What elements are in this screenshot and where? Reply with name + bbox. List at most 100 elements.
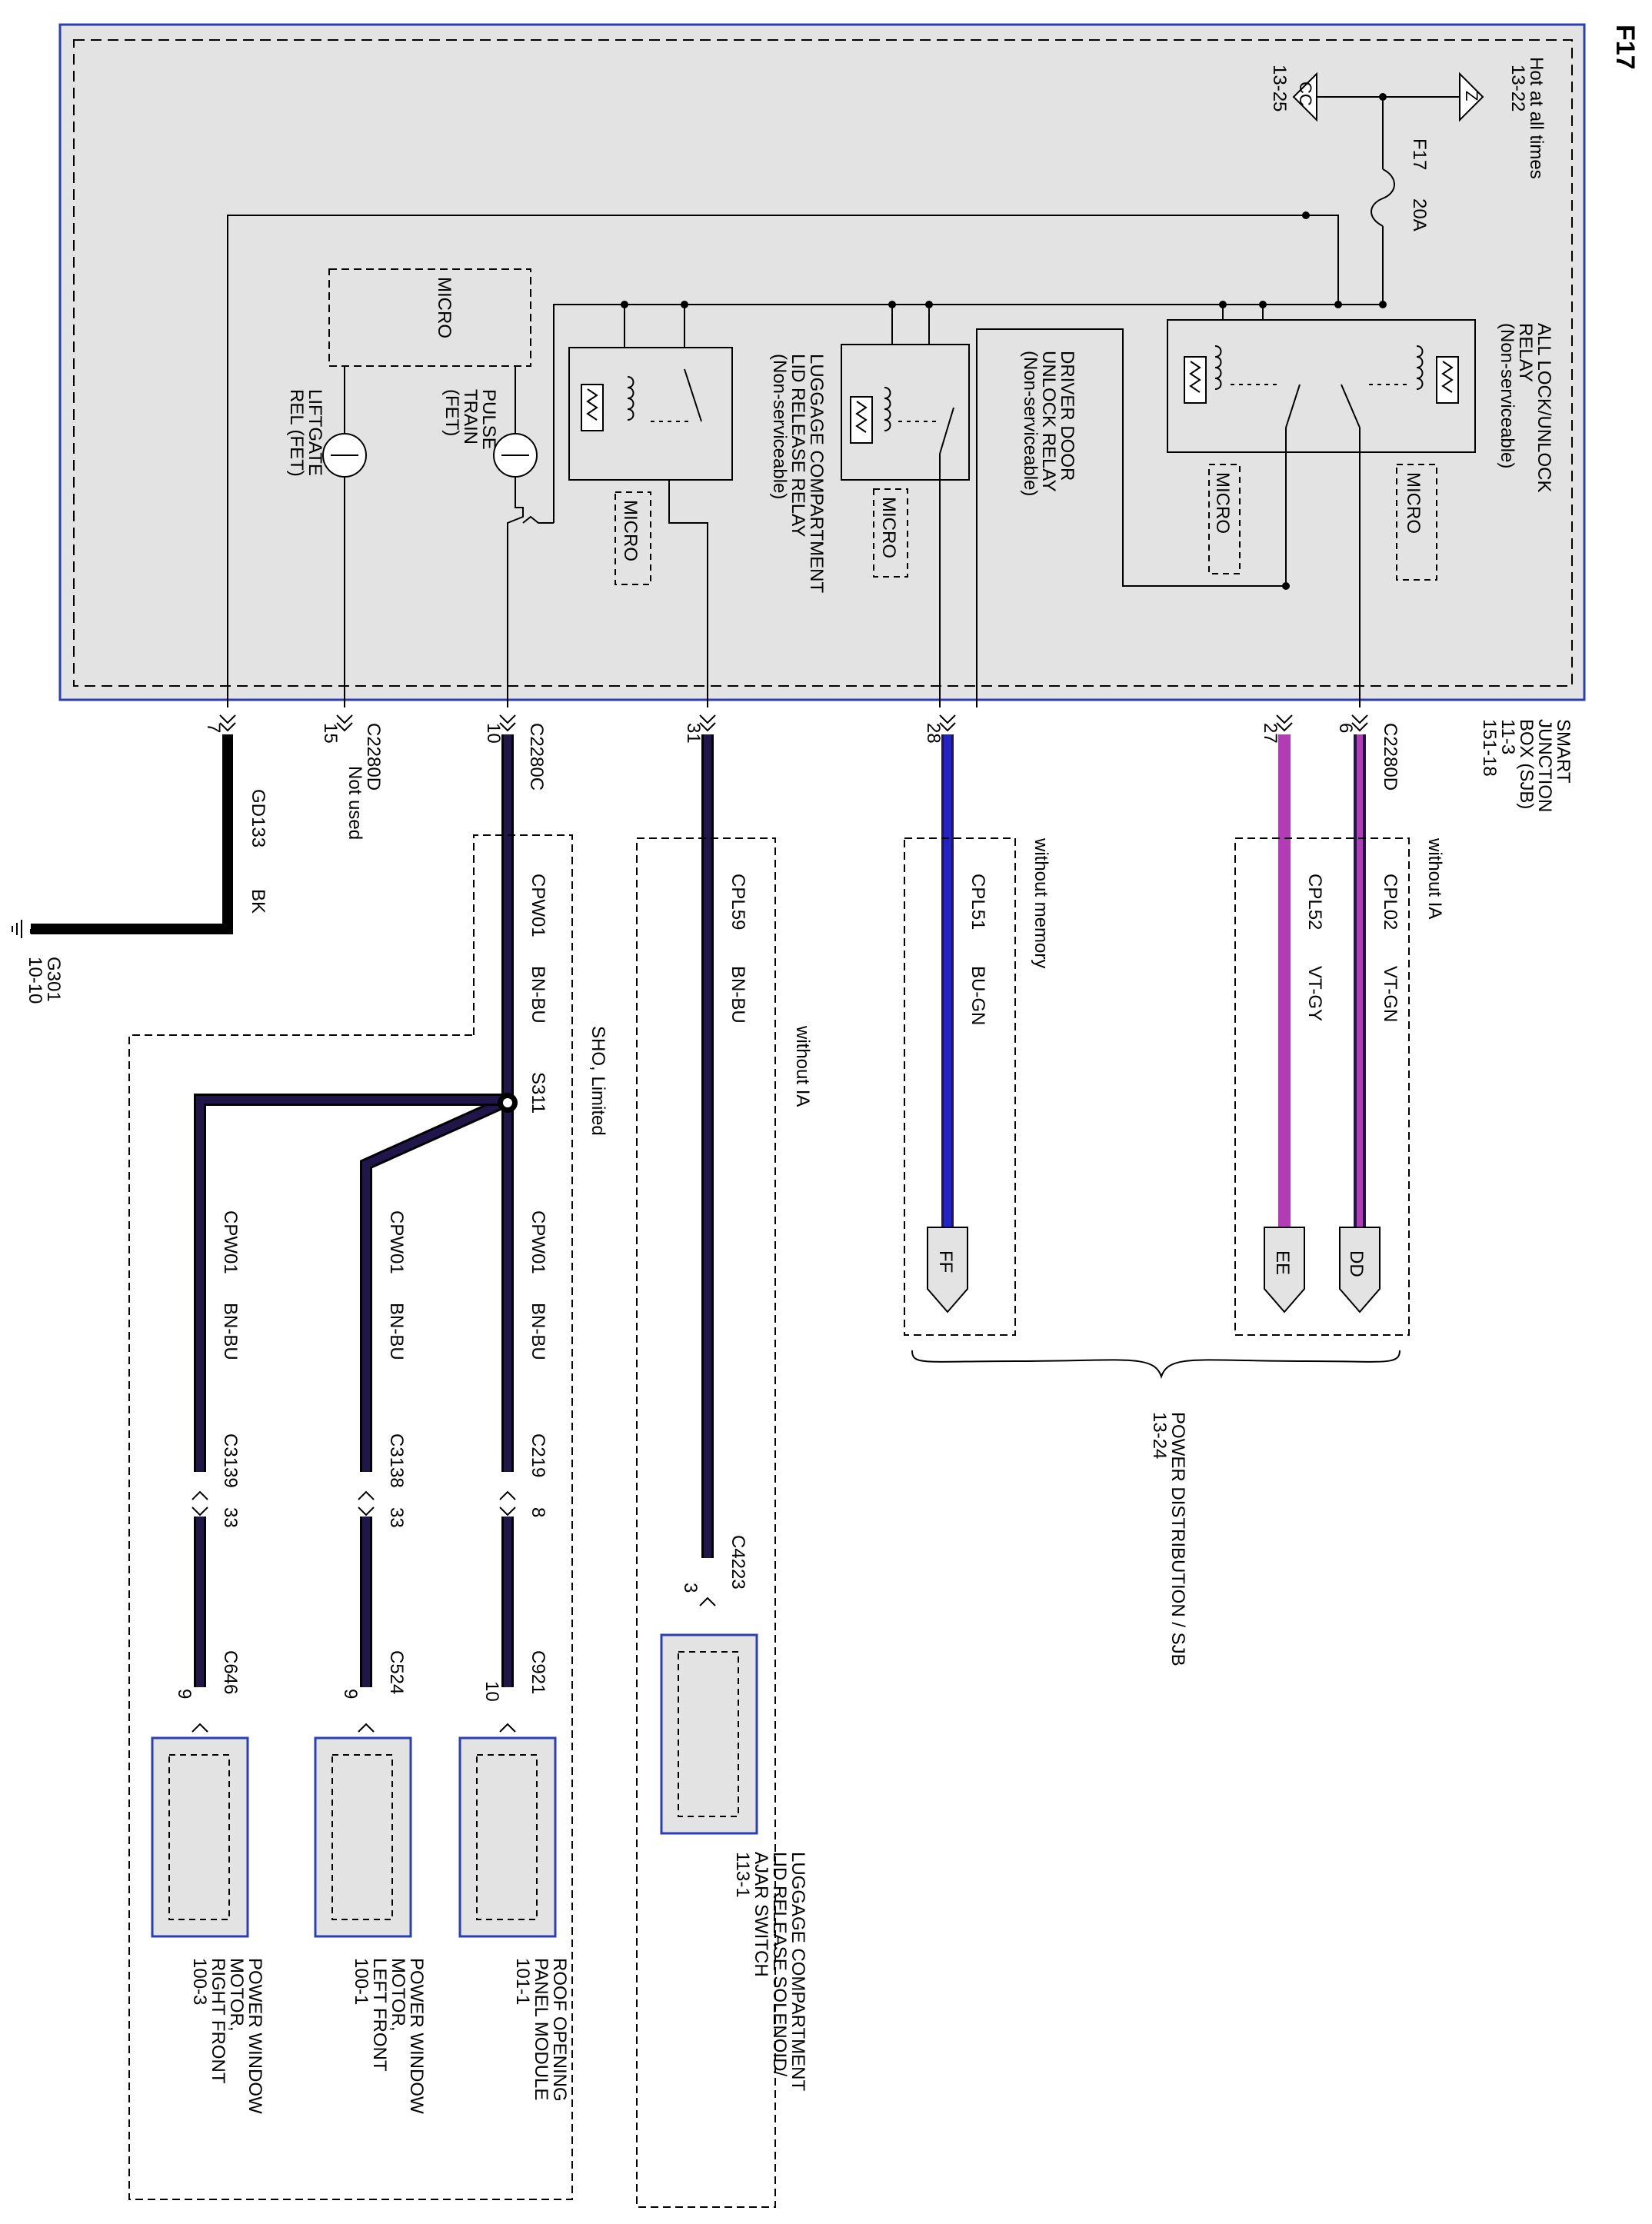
ground-ref-label: 10-10 xyxy=(25,957,45,1004)
svg-text:RIGHT FRONT: RIGHT FRONT xyxy=(208,1958,228,2084)
svg-text:CPL59: CPL59 xyxy=(728,874,748,930)
luggage-relay: LUGGAGE COMPARTMENT LID RELEASE RELAY (N… xyxy=(568,347,827,593)
svg-text:CPW01: CPW01 xyxy=(220,1210,241,1274)
svg-text:MICRO: MICRO xyxy=(620,500,641,561)
svg-text:C3139: C3139 xyxy=(220,1433,241,1488)
svg-text:33: 33 xyxy=(220,1507,241,1528)
svg-text:100-3: 100-3 xyxy=(189,1958,210,2005)
svg-text:LIFTGATE: LIFTGATE xyxy=(305,389,325,476)
junction-dot xyxy=(1282,582,1290,590)
svg-text:33: 33 xyxy=(386,1507,407,1528)
svg-text:(FET): (FET) xyxy=(441,389,462,436)
z-flag-icon xyxy=(1459,72,1484,122)
svg-text:11-3: 11-3 xyxy=(1497,719,1518,754)
svg-text:C4223: C4223 xyxy=(728,1535,748,1590)
hot-ref-label: 13-22 xyxy=(1507,65,1528,112)
svg-text:JUNCTION: JUNCTION xyxy=(1534,719,1555,812)
svg-text:MICRO: MICRO xyxy=(1212,472,1233,534)
page-id-label: F17 xyxy=(1610,25,1640,70)
all-lock-relay: ALL LOCK/UNLOCK RELAY (Non-serviceable) xyxy=(1167,319,1554,493)
svg-text:7: 7 xyxy=(203,723,224,733)
component-pw-left-front: POWER WINDOW MOTOR, LEFT FRONT 100-1 xyxy=(314,1736,427,2114)
svg-text:LEFT FRONT: LEFT FRONT xyxy=(369,1958,390,2072)
svg-text:PANEL MODULE: PANEL MODULE xyxy=(531,1958,551,2100)
svg-text:LID RELEASE RELAY: LID RELEASE RELAY xyxy=(788,354,808,537)
svg-text:BN-BU: BN-BU xyxy=(528,1303,548,1360)
svg-text:CPW01: CPW01 xyxy=(528,1210,548,1274)
svg-text:ALL LOCK/UNLOCK: ALL LOCK/UNLOCK xyxy=(1534,323,1554,493)
micro-box-3 xyxy=(873,488,908,578)
micro-box-2 xyxy=(1396,464,1437,581)
svg-text:MICRO: MICRO xyxy=(878,497,899,558)
fuse-icon xyxy=(1371,168,1395,227)
svg-text:C2280D: C2280D xyxy=(363,723,384,791)
sjb-name: SMART JUNCTION BOX (SJB) 11-3 151-18 xyxy=(1479,719,1574,812)
without-ia-label-2: without IA xyxy=(792,1025,813,1107)
svg-text:(Non-serviceable): (Non-serviceable) xyxy=(769,354,790,499)
svg-text:C219: C219 xyxy=(528,1433,548,1477)
svg-text:MICRO: MICRO xyxy=(1403,472,1424,534)
connector-labels: C2280D 6 27 28 31 C2280C 10 C2280D Not u… xyxy=(203,723,1401,840)
svg-text:VT-GN: VT-GN xyxy=(1380,966,1401,1022)
component-pw-right-front: POWER WINDOW MOTOR, RIGHT FRONT 100-3 xyxy=(151,1736,265,2114)
svg-text:10: 10 xyxy=(483,723,504,744)
power-dist-ref: 13-24 xyxy=(1149,1412,1170,1459)
svg-text:LUGGAGE COMPARTMENT: LUGGAGE COMPARTMENT xyxy=(806,354,827,593)
micro-box-4 xyxy=(615,491,651,585)
svg-text:MICRO: MICRO xyxy=(434,277,455,338)
svg-text:RELAY: RELAY xyxy=(1515,323,1536,382)
power-dist-label: POWER DISTRIBUTION / SJB xyxy=(1167,1412,1188,1666)
power-dist-brace xyxy=(911,1350,1401,1380)
svg-text:ROOF OPENING: ROOF OPENING xyxy=(549,1958,570,2102)
svg-text:REL (FET): REL (FET) xyxy=(286,389,307,477)
svg-text:TRAIN: TRAIN xyxy=(460,389,481,444)
svg-text:UNLOCK RELAY: UNLOCK RELAY xyxy=(1038,351,1059,492)
svg-text:9: 9 xyxy=(340,1689,361,1699)
bus-junctions xyxy=(621,211,1387,308)
svg-text:CPW01: CPW01 xyxy=(528,874,548,937)
ground-id-label: G301 xyxy=(43,957,64,1002)
svg-text:15: 15 xyxy=(320,723,341,744)
svg-text:S311: S311 xyxy=(528,1072,548,1114)
wire-labels: CPL02 VT-GN CPL52 VT-GY CPL51 BU-GN CPL5… xyxy=(220,789,1401,1360)
terminal-dd xyxy=(1339,1227,1381,1313)
svg-text:C2280D: C2280D xyxy=(1380,723,1401,791)
svg-text:DD: DD xyxy=(1346,1250,1367,1277)
sho-limited-label: SHO, Limited xyxy=(588,1026,608,1136)
svg-text:(Non-serviceable): (Non-serviceable) xyxy=(1497,323,1517,468)
svg-text:SMART: SMART xyxy=(1553,719,1574,784)
ground-icon xyxy=(12,920,32,938)
terminal-ff xyxy=(927,1227,968,1313)
sjb-inner-dashed xyxy=(73,39,1573,687)
svg-text:8: 8 xyxy=(528,1507,548,1517)
fuse-f17: F17 20A xyxy=(1371,97,1430,305)
hot-at-all-times-label: Hot at all times xyxy=(1526,57,1547,179)
inline-connector-arrows xyxy=(192,1490,716,1733)
svg-text:101-1: 101-1 xyxy=(512,1958,533,2005)
svg-text:BOX (SJB): BOX (SJB) xyxy=(1516,719,1537,809)
svg-text:DRIVER DOOR: DRIVER DOOR xyxy=(1057,351,1077,481)
coil-icon xyxy=(581,384,604,431)
svg-text:LID RELEASE SOLENOID/: LID RELEASE SOLENOID/ xyxy=(769,1852,790,2076)
cc-ref-label: 13-25 xyxy=(1269,65,1290,112)
svg-text:AJAR SWITCH: AJAR SWITCH xyxy=(751,1852,771,1977)
svg-text:27: 27 xyxy=(1260,723,1281,744)
micro-box-1 xyxy=(1208,464,1241,574)
pulse-train-fet: PULSE TRAIN (FET) xyxy=(441,366,538,478)
svg-text:BU-GN: BU-GN xyxy=(968,966,988,1025)
svg-text:BN-BU: BN-BU xyxy=(386,1303,407,1360)
svg-text:CPL52: CPL52 xyxy=(1304,874,1325,930)
driver-door-relay: DRIVER DOOR UNLOCK RELAY (Non-serviceabl… xyxy=(841,344,1077,496)
svg-text:BN-BU: BN-BU xyxy=(728,966,748,1024)
internal-wires xyxy=(344,328,1361,707)
svg-text:31: 31 xyxy=(683,723,704,744)
svg-text:Not used: Not used xyxy=(345,766,365,840)
fuse-id-label: F17 xyxy=(1409,138,1430,170)
without-ia-label: without IA xyxy=(1424,837,1445,919)
power-feed: Z CC Hot at all times 13-22 13-25 xyxy=(1269,57,1547,179)
svg-text:GD133: GD133 xyxy=(248,789,268,847)
micro-module xyxy=(328,268,531,367)
svg-text:BK: BK xyxy=(248,889,268,914)
svg-text:100-1: 100-1 xyxy=(351,1958,371,2005)
